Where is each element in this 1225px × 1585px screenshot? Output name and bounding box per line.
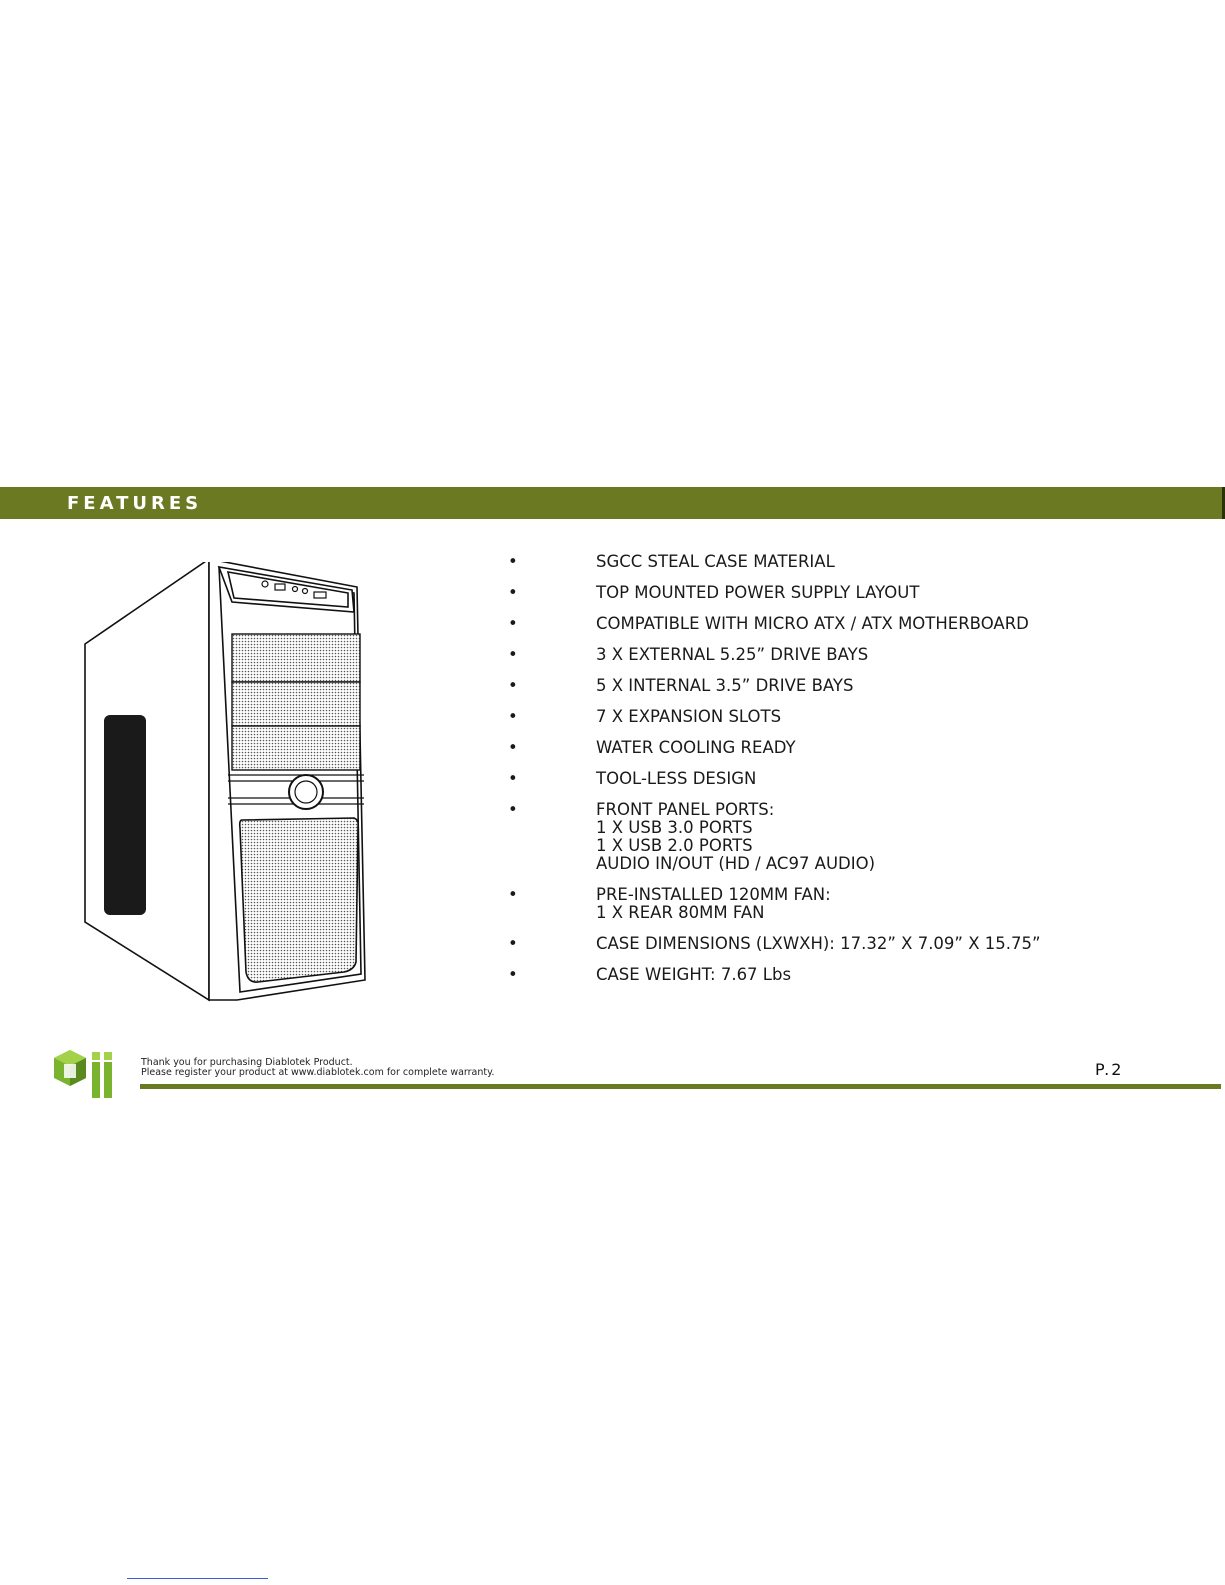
- feature-text: 1 X REAR 80MM FAN: [596, 903, 765, 922]
- bullet: •: [508, 769, 518, 788]
- header-edge-accent: [1222, 487, 1225, 519]
- footer-divider: [140, 1084, 1221, 1089]
- feature-text: PRE-INSTALLED 120MM FAN:: [596, 885, 831, 904]
- feature-text: 1 X USB 2.0 PORTS: [596, 836, 753, 855]
- pc-case-illustration: [84, 562, 366, 1002]
- bullet: •: [508, 800, 518, 819]
- side-window: [104, 715, 146, 915]
- feature-item: • 7 X EXPANSION SLOTS: [508, 708, 1041, 726]
- feature-text: COMPATIBLE WITH MICRO ATX / ATX MOTHERBO…: [596, 614, 1029, 633]
- feature-item: • TOOL-LESS DESIGN: [508, 770, 1041, 788]
- footer-thanks-text: Thank you for purchasing Diablotek Produ…: [141, 1057, 353, 1068]
- diablotek-logo-icon: [54, 1050, 112, 1098]
- bullet: •: [508, 934, 518, 953]
- bullet: •: [508, 965, 518, 984]
- feature-text: 1 X USB 3.0 PORTS: [596, 818, 753, 837]
- bottom-underline-divider: [127, 1578, 268, 1579]
- footer-note: Thank you for purchasing Diablotek Produ…: [141, 1058, 494, 1078]
- feature-item: • 3 X EXTERNAL 5.25” DRIVE BAYS: [508, 646, 1041, 664]
- feature-item: • COMPATIBLE WITH MICRO ATX / ATX MOTHERB…: [508, 615, 1041, 633]
- footer-register-text: Please register your product at www.diab…: [141, 1067, 495, 1078]
- feature-text: SGCC STEAL CASE MATERIAL: [596, 552, 835, 571]
- feature-text: 3 X EXTERNAL 5.25” DRIVE BAYS: [596, 645, 869, 664]
- features-list: • SGCC STEAL CASE MATERIAL • TOP MOUNTED P…: [508, 553, 1041, 984]
- feature-item: • CASE DIMENSIONS (LXWXH): 17.32” X 7.09”…: [508, 935, 1041, 953]
- feature-item: • SGCC STEAL CASE MATERIAL: [508, 553, 1041, 571]
- bullet: •: [508, 676, 518, 695]
- bullet: •: [508, 645, 518, 664]
- feature-item: • WATER COOLING READY: [508, 739, 1041, 757]
- feature-text: 5 X INTERNAL 3.5” DRIVE BAYS: [596, 676, 854, 695]
- feature-text: AUDIO IN/OUT (HD / AC97 AUDIO): [596, 854, 876, 873]
- feature-text: TOOL-LESS DESIGN: [596, 769, 757, 788]
- feature-item: • TOP MOUNTED POWER SUPPLY LAYOUT: [508, 584, 1041, 602]
- bullet: •: [508, 552, 518, 571]
- bullet: •: [508, 738, 518, 757]
- feature-text: CASE DIMENSIONS (LXWXH): 17.32” X 7.09” …: [596, 934, 1041, 953]
- feature-item: • 5 X INTERNAL 3.5” DRIVE BAYS: [508, 677, 1041, 695]
- features-title: FEATURES: [67, 493, 203, 514]
- feature-text: 7 X EXPANSION SLOTS: [596, 707, 782, 726]
- bullet: •: [508, 614, 518, 633]
- feature-item: • PRE-INSTALLED 120MM FAN:1 X REAR 80MM F…: [508, 886, 1041, 922]
- features-header-bar: FEATURES: [0, 487, 1222, 519]
- feature-text: WATER COOLING READY: [596, 738, 796, 757]
- page-number: P.2: [1095, 1060, 1124, 1079]
- feature-text: CASE WEIGHT: 7.67 Lbs: [596, 965, 792, 984]
- bullet: •: [508, 583, 518, 602]
- feature-item: • CASE WEIGHT: 7.67 Lbs: [508, 966, 1041, 984]
- feature-text: TOP MOUNTED POWER SUPPLY LAYOUT: [596, 583, 920, 602]
- bullet: •: [508, 885, 518, 904]
- bullet: •: [508, 707, 518, 726]
- feature-text: FRONT PANEL PORTS:: [596, 800, 775, 819]
